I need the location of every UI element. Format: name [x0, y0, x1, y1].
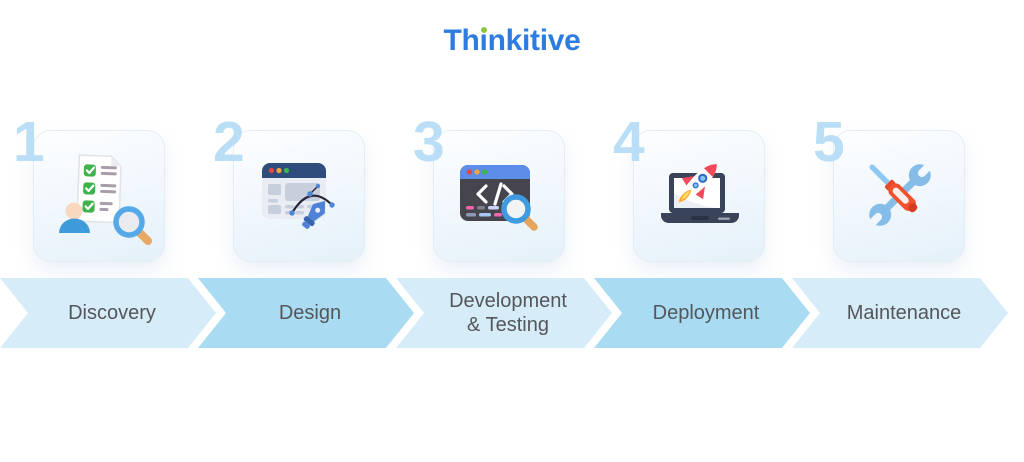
step-card-maintenance [833, 130, 965, 262]
laptop-rocket-icon [661, 164, 739, 223]
band-label-development-testing: Development & Testing [449, 290, 567, 336]
step-card-design [233, 130, 365, 262]
step-discovery: 1 [13, 114, 165, 262]
chevron-discovery [0, 278, 216, 348]
process-band: Discovery Design Development & Testing D… [0, 278, 1024, 348]
chevron-development-testing [396, 278, 612, 348]
code-window-magnifier-icon [460, 165, 538, 231]
logo-text-pre: Th [443, 24, 480, 57]
chevron-maintenance [792, 278, 1008, 348]
step-number-2: 2 [213, 110, 245, 174]
step-number-1: 1 [13, 110, 45, 174]
chevron-arrows [0, 278, 1008, 348]
wrench-screwdriver-icon [869, 164, 931, 226]
band-label-maintenance: Maintenance [846, 302, 962, 324]
checklist-magnifier-icon [59, 154, 152, 245]
step-card-deployment [633, 130, 765, 262]
logo-green-dot-i: ı [479, 24, 488, 57]
step-design: 2 [213, 114, 365, 262]
step-card-discovery [33, 130, 165, 262]
chevron-deployment [594, 278, 810, 348]
step-deployment: 4 [613, 114, 765, 262]
band-label-discovery: Discovery [68, 302, 156, 324]
band-label-design: Design [278, 302, 342, 324]
thinkitive-logo: Thınkitive [0, 24, 1024, 58]
band-label-deployment: Deployment [652, 302, 760, 324]
step-number-5: 5 [813, 110, 845, 174]
step-maintenance: 5 [813, 114, 965, 262]
step-development-testing: 3 [413, 114, 565, 262]
logo-text-post: nkitive [487, 24, 581, 57]
browser-pen-tool-icon [262, 163, 335, 229]
step-card-development-testing [433, 130, 565, 262]
step-number-4: 4 [613, 110, 645, 174]
chevron-design [198, 278, 414, 348]
step-number-3: 3 [413, 110, 445, 174]
